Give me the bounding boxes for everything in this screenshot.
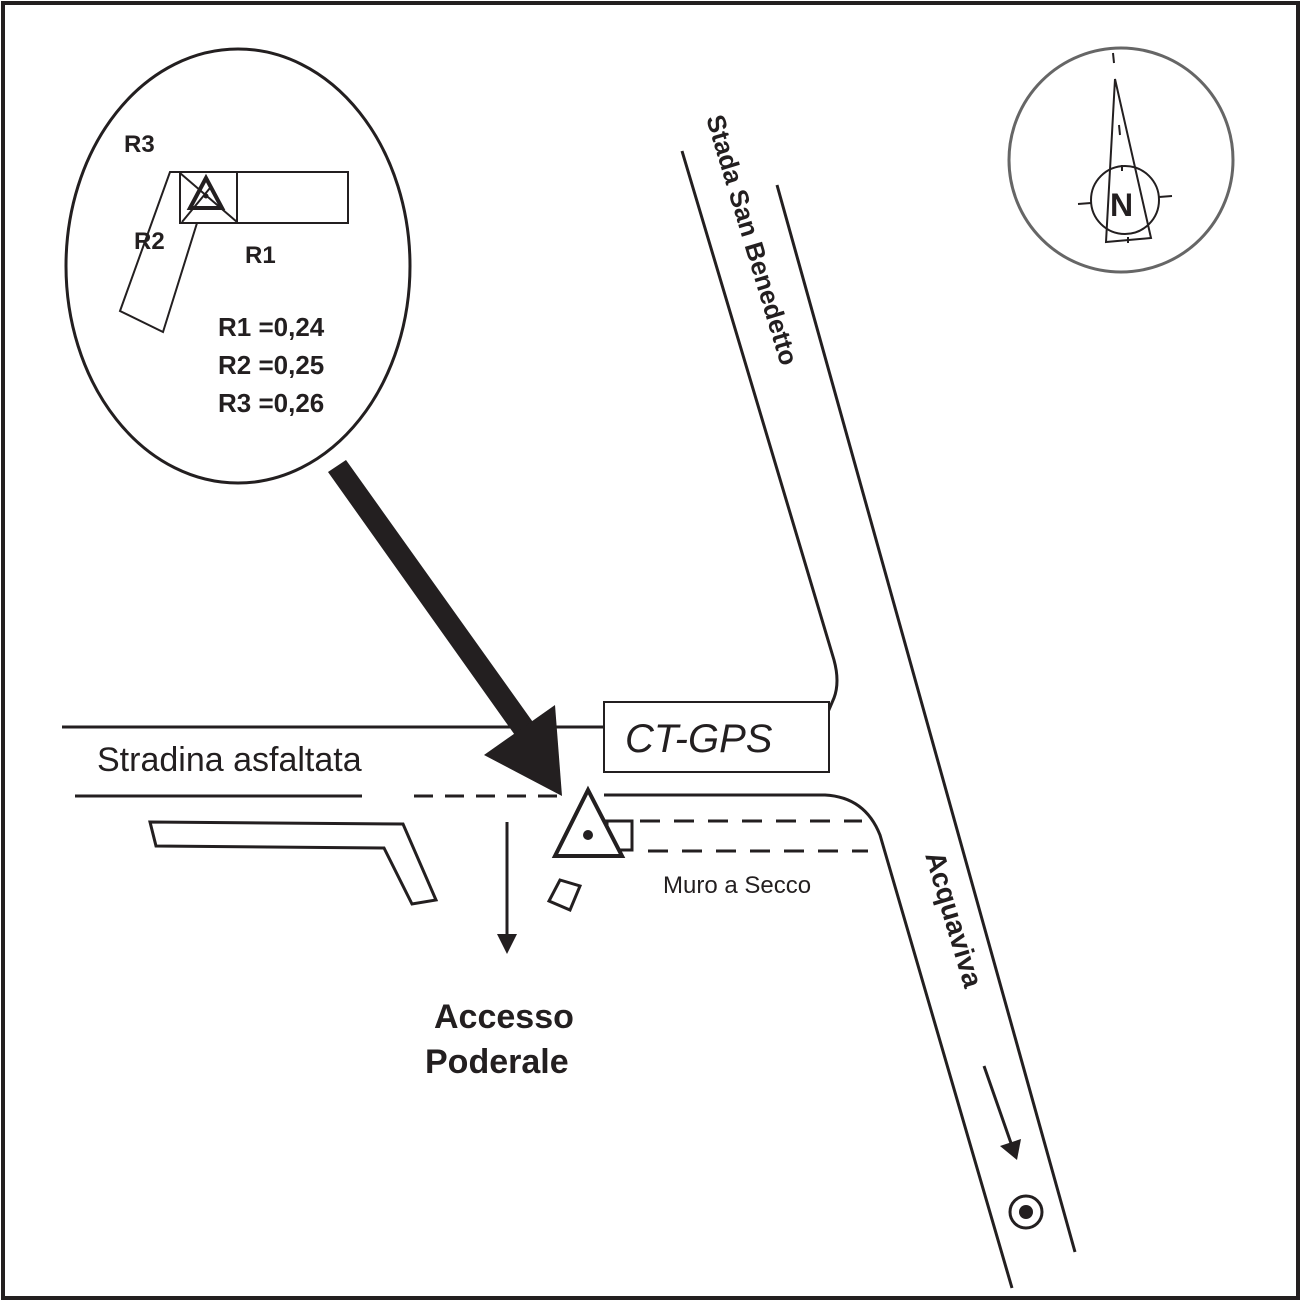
- station-label: CT-GPS: [625, 717, 773, 761]
- access-label-line2: Poderale: [425, 1043, 569, 1081]
- compass-ring: [1007, 46, 1235, 274]
- direction-arrow-icon: [1000, 1139, 1021, 1160]
- wall-label: Muro a Secco: [663, 872, 811, 899]
- access-label-line1: Accesso: [434, 998, 574, 1036]
- compass-letter: N: [1110, 187, 1133, 223]
- triangle-station-icon: [546, 785, 634, 912]
- farm-access: Accesso Poderale: [425, 822, 574, 1081]
- road-label-stradina: Stradina asfaltata: [97, 741, 362, 779]
- inset-station-icon: [186, 173, 226, 210]
- target-point-icon: [1008, 1194, 1044, 1230]
- access-arrow-icon: [497, 934, 517, 954]
- inset-label-r1: R1: [245, 242, 276, 269]
- inset-circle: [64, 47, 412, 485]
- inset-r2-rect: [118, 171, 199, 334]
- inset-cross-line: [179, 172, 238, 223]
- station-label-box: CT-GPS: [603, 701, 830, 773]
- inset-label-r2: R2: [134, 228, 165, 255]
- north-arrow-icon: N: [1007, 46, 1235, 274]
- inset-detail: R3 R2 R1 R1 =0,24 R2 =0,25 R3 =0,26: [64, 47, 412, 485]
- dry-stone-wall: Muro a Secco: [640, 819, 868, 899]
- measurement-r3: R3 =0,26: [218, 388, 324, 418]
- measurement-r2: R2 =0,25: [218, 350, 324, 380]
- measurement-r1: R1 =0,24: [218, 312, 325, 342]
- inset-label-r3: R3: [124, 131, 155, 158]
- road-stradina: Stradina asfaltata: [62, 725, 604, 798]
- building-outline: [148, 820, 439, 906]
